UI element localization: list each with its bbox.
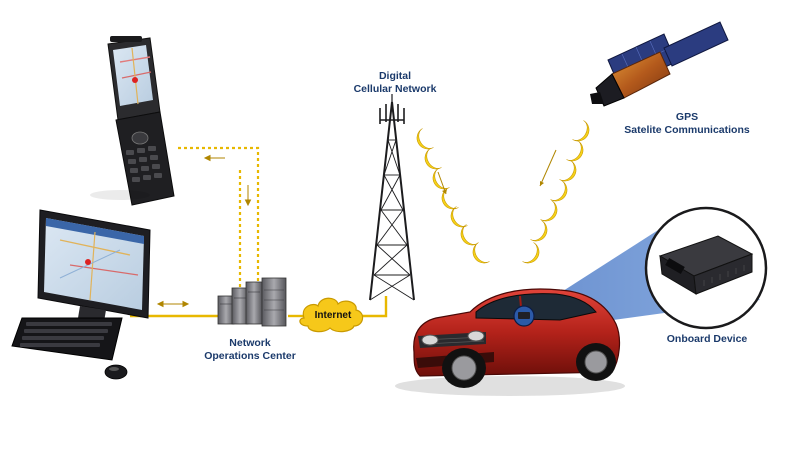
car-icon bbox=[395, 288, 625, 396]
link-noc-internet-tower bbox=[288, 296, 388, 318]
desktop-computer-icon bbox=[11, 209, 151, 380]
flip-phone-icon bbox=[90, 36, 175, 206]
cellular-network-label: Digital Cellular Network bbox=[340, 70, 450, 96]
cellular-label-line1: Digital bbox=[378, 70, 412, 82]
noc-label-line2: Operations Center bbox=[204, 350, 296, 362]
internet-label: Internet bbox=[314, 310, 352, 321]
internet-cloud-icon bbox=[299, 297, 364, 333]
gps-signal-waves bbox=[522, 120, 594, 268]
link-arrows-computer bbox=[156, 300, 190, 308]
cell-tower-icon bbox=[369, 94, 415, 301]
onboard-device-label: Onboard Device bbox=[652, 333, 762, 346]
satellite-icon bbox=[590, 21, 729, 107]
gps-label-line1: GPS bbox=[675, 111, 699, 123]
link-arrows-phone bbox=[203, 154, 252, 207]
gps-label: GPS Satelite Communications bbox=[612, 111, 762, 137]
cellular-label-line2: Cellular Network bbox=[353, 83, 437, 95]
link-phone-noc bbox=[178, 146, 260, 296]
cellular-signal-waves bbox=[412, 128, 490, 268]
gps-tracker-icon bbox=[644, 206, 768, 330]
noc-label-line1: Network bbox=[229, 337, 271, 349]
gps-label-line2: Satelite Communications bbox=[624, 124, 750, 136]
server-rack-icon bbox=[217, 277, 287, 327]
noc-label: Network Operations Center bbox=[200, 337, 300, 363]
onboard-label-text: Onboard Device bbox=[666, 333, 748, 345]
